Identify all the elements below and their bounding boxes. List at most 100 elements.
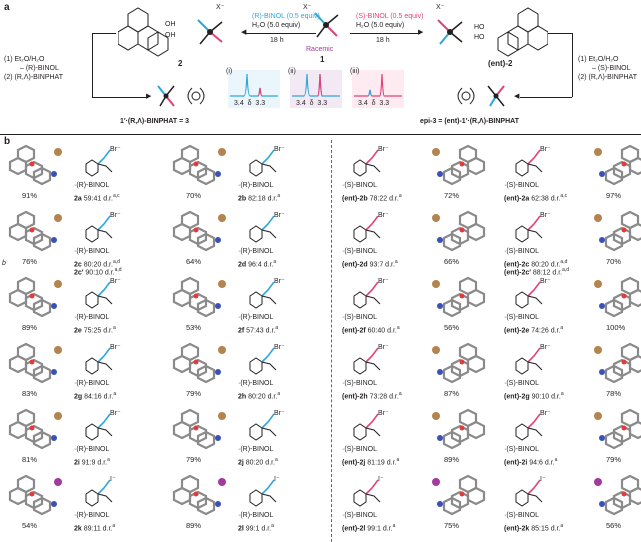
crystal-structure xyxy=(8,276,62,318)
compound-dr-label-2: 2c′ 90:10 d.r.a,d xyxy=(74,266,122,277)
nmr-panel-i: (i) 3.4 δ 3.3 xyxy=(226,68,280,108)
ho-label-2: HO xyxy=(474,34,485,41)
binol-label: ·(S)-BINOL xyxy=(504,512,539,519)
diastereomeric-ratio: 99:1 d.r. xyxy=(243,525,272,533)
compound-dr-label: 2a 59:41 d.r.a,c xyxy=(74,192,120,203)
counter-ion: I⁻ xyxy=(274,476,280,483)
left-reagent-2: H₂O (5.0 equiv) xyxy=(252,22,301,29)
crystal-structure xyxy=(432,342,486,384)
binol-label: ·(S)-BINOL xyxy=(342,446,377,453)
ammonium-salt-structure xyxy=(249,413,277,441)
yield-label: 100% xyxy=(606,323,626,332)
panel-a-label: a xyxy=(4,2,10,13)
compound-code: 2c′ xyxy=(74,269,84,277)
right-reagent-2: H₂O (5.0 equiv) xyxy=(356,22,405,29)
counter-ion: Br⁻ xyxy=(274,410,285,417)
counter-ion: Br⁻ xyxy=(274,212,285,219)
diastereomeric-ratio: 88:12 d.r. xyxy=(530,269,563,277)
compound-code: (ent)-2l xyxy=(342,525,366,533)
crystal-structure xyxy=(594,210,641,252)
counter-ion: I⁻ xyxy=(378,476,384,483)
crystal-structure xyxy=(172,276,226,318)
footnote-marker: a xyxy=(277,391,281,397)
yield-label: 79% xyxy=(186,455,202,464)
diastereomeric-ratio: 60:40 d.r. xyxy=(365,327,397,335)
diastereomeric-ratio: 90:10 d.r. xyxy=(83,269,115,277)
diastereomeric-ratio: 85:15 d.r. xyxy=(529,525,561,533)
crystal-structure xyxy=(594,408,641,450)
binol-label: ·(R)-BINOL xyxy=(74,512,110,519)
compound-code: (ent)-2c xyxy=(504,261,530,269)
ammonium-salt-structure xyxy=(353,281,381,309)
diastereomeric-ratio: 75:25 d.r. xyxy=(81,327,113,335)
footnote-marker: a xyxy=(396,325,400,331)
right-bracket-vertical xyxy=(572,33,573,97)
diastereomeric-ratio: 82:18 d.r. xyxy=(246,195,278,203)
ammonium-salt-structure xyxy=(249,347,277,375)
ammonium-salt-structure xyxy=(249,215,277,243)
yield-label: 72% xyxy=(444,191,460,200)
binol-label: ·(R)-BINOL xyxy=(238,446,274,453)
ammonium-salt-structure xyxy=(249,479,277,507)
crystal-structure xyxy=(594,474,641,516)
left-step-3: (2) (R,Λ)-BINPHAT xyxy=(4,74,63,81)
counter-ion: Br⁻ xyxy=(274,344,285,351)
yield-label: 89% xyxy=(22,323,38,332)
binol-label: ·(S)-BINOL xyxy=(342,314,377,321)
crystal-structure xyxy=(172,408,226,450)
binol-label: ·(S)-BINOL xyxy=(504,446,539,453)
footnote-marker: a xyxy=(394,259,398,265)
binol-label: ·(S)-BINOL xyxy=(504,248,539,255)
compound-code: 2l xyxy=(238,525,244,533)
compound-dr-label: (ent)-2d 93:7 d.r.a xyxy=(342,258,398,269)
right-step-2: – (S)-BINOL xyxy=(592,65,631,72)
counter-ion: I⁻ xyxy=(540,476,546,483)
yield-label: 79% xyxy=(606,455,622,464)
compound-dr-label: (ent)-2h 73:28 d.r.a xyxy=(342,390,402,401)
yield-label: 53% xyxy=(186,323,202,332)
compound-dr-label: 2k 89:11 d.r.a xyxy=(74,522,115,533)
counter-ion: Br⁻ xyxy=(378,278,389,285)
crystal-structure xyxy=(172,342,226,384)
crystal-structure xyxy=(172,210,226,252)
left-arrowhead: ◀ xyxy=(241,29,247,36)
diastereomeric-ratio: 59:41 d.r. xyxy=(81,195,113,203)
diastereomeric-ratio: 91:9 d.r. xyxy=(79,459,108,467)
footnote-marker: a xyxy=(560,523,564,529)
compound-dr-label: (ent)-2c 80:20 d.r.a,d xyxy=(504,258,567,269)
left-arrow xyxy=(246,33,316,34)
ammonium-salt-structure xyxy=(353,347,381,375)
compound-dr-label: (ent)-2g 90:10 d.r.a xyxy=(504,390,564,401)
nmr-trace-i xyxy=(230,73,278,97)
ammonium-salt-structure xyxy=(85,479,113,507)
compound-code: 2i xyxy=(74,459,80,467)
right-step-3: (2) (R,Λ)-BINPHAT xyxy=(578,74,637,81)
compound-dr-label: 2j 80:20 d.r.a xyxy=(238,456,278,467)
footnote-marker: a xyxy=(396,457,400,463)
ammonium-salt-structure xyxy=(249,281,277,309)
time-left: 18 h xyxy=(270,37,284,44)
ammonium-salt-structure xyxy=(85,149,113,177)
ammonium-salt-structure xyxy=(515,281,543,309)
compound-code: (ent)-2h xyxy=(342,393,368,401)
binol-label: ·(R)-BINOL xyxy=(74,314,110,321)
left-step-1: (1) Et₂O/H₂O xyxy=(4,56,45,63)
right-bracket-bottom xyxy=(520,97,572,98)
ammonium-salt-structure xyxy=(249,149,277,177)
yield-label: 70% xyxy=(606,257,622,266)
binol-label: ·(S)-BINOL xyxy=(504,314,539,321)
ammonium-salt-structure xyxy=(85,413,113,441)
binol-label: ·(R)-BINOL xyxy=(238,314,274,321)
enantiomer-divider xyxy=(331,140,332,542)
right-bracket-arrowhead: ◀ xyxy=(514,93,520,100)
counter-ion: Br⁻ xyxy=(378,410,389,417)
counter-ion: Br⁻ xyxy=(540,212,551,219)
left-reagent: (R)-BINOL (0.5 equiv) xyxy=(252,13,320,20)
panel-b-label: b xyxy=(4,136,11,147)
compound-dr-label: (ent)-2b 78:22 d.r.a xyxy=(342,192,402,203)
yield-label: 87% xyxy=(444,389,460,398)
yield-label: 83% xyxy=(22,389,38,398)
compound-code: 2a xyxy=(74,195,82,203)
diastereomeric-ratio: 96:4 d.r. xyxy=(246,261,274,269)
counter-ion: I⁻ xyxy=(110,476,116,483)
